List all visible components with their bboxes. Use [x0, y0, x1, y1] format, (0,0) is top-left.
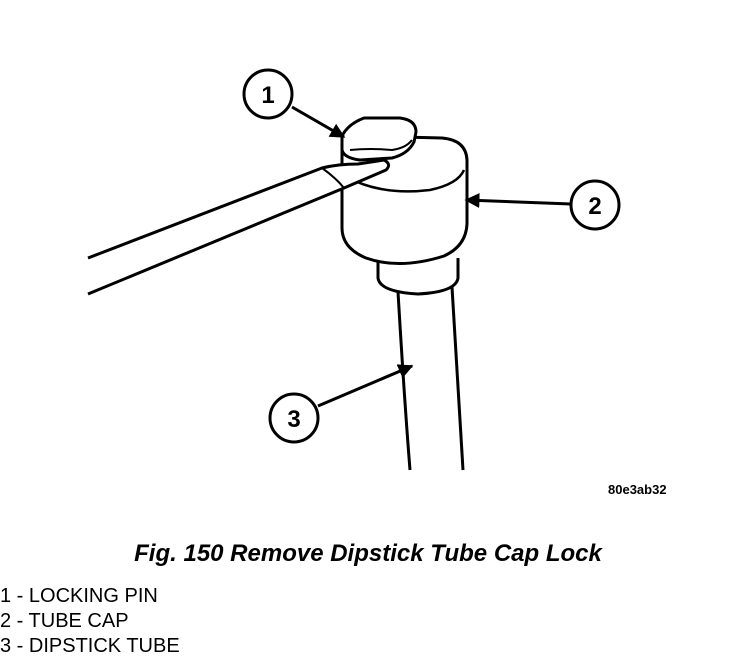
- legend: 1 - LOCKING PIN 2 - TUBE CAP 3 - DIPSTIC…: [0, 584, 180, 659]
- dipstick-tube-illustration: 1 2 3: [87, 68, 621, 471]
- legend-item-dipstick-tube: 3 - DIPSTICK TUBE: [0, 635, 180, 657]
- dipstick-tube: [396, 286, 465, 471]
- figure-caption: Fig. 150 Remove Dipstick Tube Cap Lock: [134, 540, 602, 567]
- callout-2: 2: [464, 179, 621, 231]
- legend-item-locking-pin: 1 - LOCKING PIN: [0, 585, 158, 607]
- callout-1: 1: [242, 68, 346, 139]
- pry-tool: [87, 158, 391, 296]
- callout-3-number: 3: [287, 406, 300, 433]
- callout-2-number: 2: [588, 193, 601, 220]
- image-code: 80e3ab32: [608, 482, 667, 497]
- locking-pin: [340, 116, 418, 162]
- legend-item-tube-cap: 2 - TUBE CAP: [0, 610, 129, 632]
- callout-1-number: 1: [261, 82, 274, 109]
- callout-3: 3: [268, 364, 414, 444]
